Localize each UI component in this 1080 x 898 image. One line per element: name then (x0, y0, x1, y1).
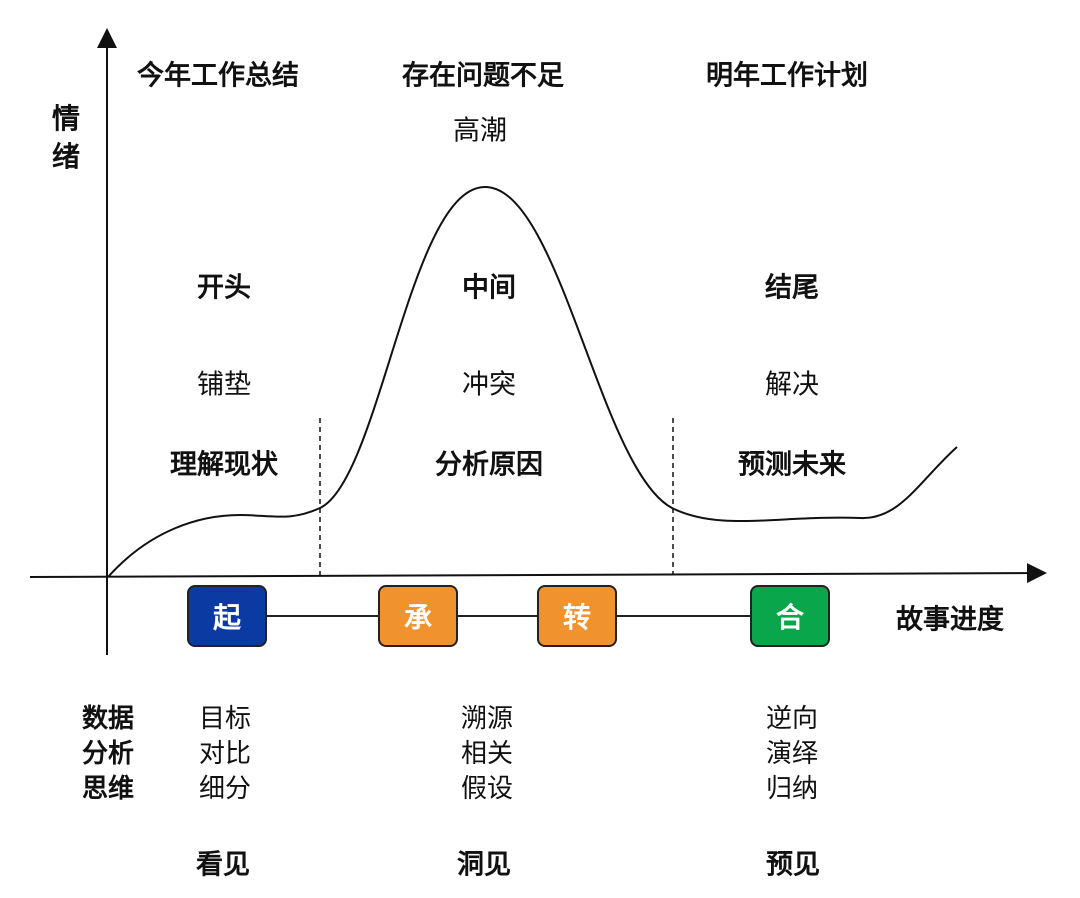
top-title-3: 明年工作计划 (706, 60, 868, 92)
thinking-column-2: 溯源 相关 假设 (461, 702, 513, 807)
label-line: 数据 (81, 704, 135, 734)
stage-he: 合 (750, 585, 830, 647)
y-axis-label: 情绪 (52, 102, 81, 173)
method: 演绎 (765, 739, 819, 769)
emotion-curve (107, 185, 958, 578)
outcome-2: 洞见 (457, 849, 511, 881)
section-title: 结尾 (765, 272, 819, 304)
label-line: 分析 (81, 739, 135, 769)
outcome-1: 看见 (196, 849, 250, 881)
section-sub: 铺垫 (197, 369, 251, 401)
x-axis (29, 563, 1047, 584)
stage-qi: 起 (187, 585, 267, 647)
section-desc: 理解现状 (170, 449, 278, 481)
section-title: 中间 (462, 272, 516, 304)
section-desc: 分析原因 (435, 449, 543, 481)
label-line: 思维 (81, 774, 135, 804)
section-title: 开头 (197, 272, 251, 304)
stage-zhuan: 转 (537, 585, 617, 647)
stage-cheng: 承 (378, 585, 458, 647)
method: 溯源 (460, 704, 514, 734)
x-axis-label: 故事进度 (896, 604, 1004, 636)
thinking-column-3: 逆向 演绎 归纳 (766, 702, 818, 807)
method: 归纳 (765, 774, 819, 804)
thinking-column-1: 目标 对比 细分 (199, 702, 251, 807)
method: 假设 (460, 774, 514, 804)
outcome-3: 预见 (766, 849, 820, 881)
peak-label: 高潮 (453, 115, 507, 147)
top-title-1: 今年工作总结 (137, 60, 299, 92)
method: 相关 (460, 739, 514, 769)
method: 逆向 (765, 704, 819, 734)
section-sub: 解决 (765, 369, 819, 401)
section-desc: 预测未来 (738, 449, 846, 481)
top-title-2: 存在问题不足 (402, 60, 564, 92)
method: 目标 (198, 704, 252, 734)
method: 细分 (198, 774, 252, 804)
section-sub: 冲突 (462, 369, 516, 401)
thinking-label: 数据 分析 思维 (82, 702, 134, 807)
method: 对比 (198, 739, 252, 769)
